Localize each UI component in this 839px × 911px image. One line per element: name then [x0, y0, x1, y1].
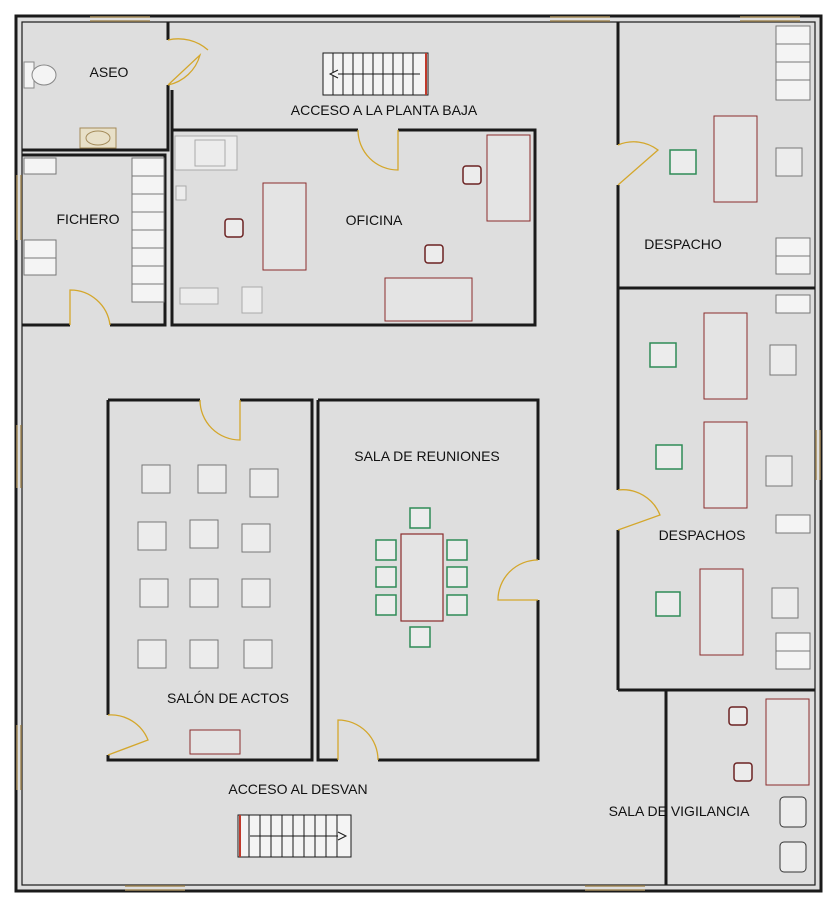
armchair-icon — [174, 135, 263, 314]
filing-cabinet-icon — [775, 294, 811, 670]
stairs-icon — [237, 814, 352, 858]
toilet-icon — [23, 61, 57, 89]
chair-icon — [669, 149, 697, 175]
label-sala-reuniones: SALA DE REUNIONES — [354, 448, 500, 464]
sink-icon — [79, 127, 117, 149]
label-acceso-desvan: ACCESO AL DESVAN — [228, 781, 367, 797]
label-acceso-planta-baja: ACCESO A LA PLANTA BAJA — [291, 102, 478, 118]
label-fichero: FICHERO — [57, 211, 120, 227]
label-aseo: ASEO — [90, 64, 129, 80]
chair-icon — [224, 165, 482, 264]
desk-icon — [262, 134, 531, 322]
chair-icon — [375, 507, 468, 648]
filing-cabinet-icon — [23, 157, 165, 303]
label-despachos: DESPACHOS — [659, 527, 746, 543]
desk-icon — [765, 698, 810, 786]
label-despacho: DESPACHO — [644, 236, 722, 252]
chair-icon — [779, 796, 807, 873]
desk-icon — [713, 115, 758, 203]
interior-walls — [22, 22, 815, 885]
desk-icon — [699, 312, 748, 656]
chair-icon — [728, 706, 753, 782]
label-salon-actos: SALÓN DE ACTOS — [167, 690, 289, 706]
door-icon — [69, 38, 661, 761]
outer-walls-inner — [21, 21, 816, 886]
filing-cabinet-icon — [775, 25, 811, 275]
window-icon — [16, 16, 821, 891]
desk-icon — [189, 729, 241, 755]
chair-icon — [775, 147, 803, 177]
label-oficina: OFICINA — [346, 212, 403, 228]
chair-icon — [765, 344, 799, 619]
label-sala-vigilancia: SALA DE VIGILANCIA — [609, 803, 750, 819]
armchair-icon — [137, 464, 279, 669]
chair-icon — [649, 342, 683, 617]
desk-icon — [400, 533, 444, 622]
outer-walls — [14, 14, 823, 893]
stairs-icon — [322, 52, 429, 96]
